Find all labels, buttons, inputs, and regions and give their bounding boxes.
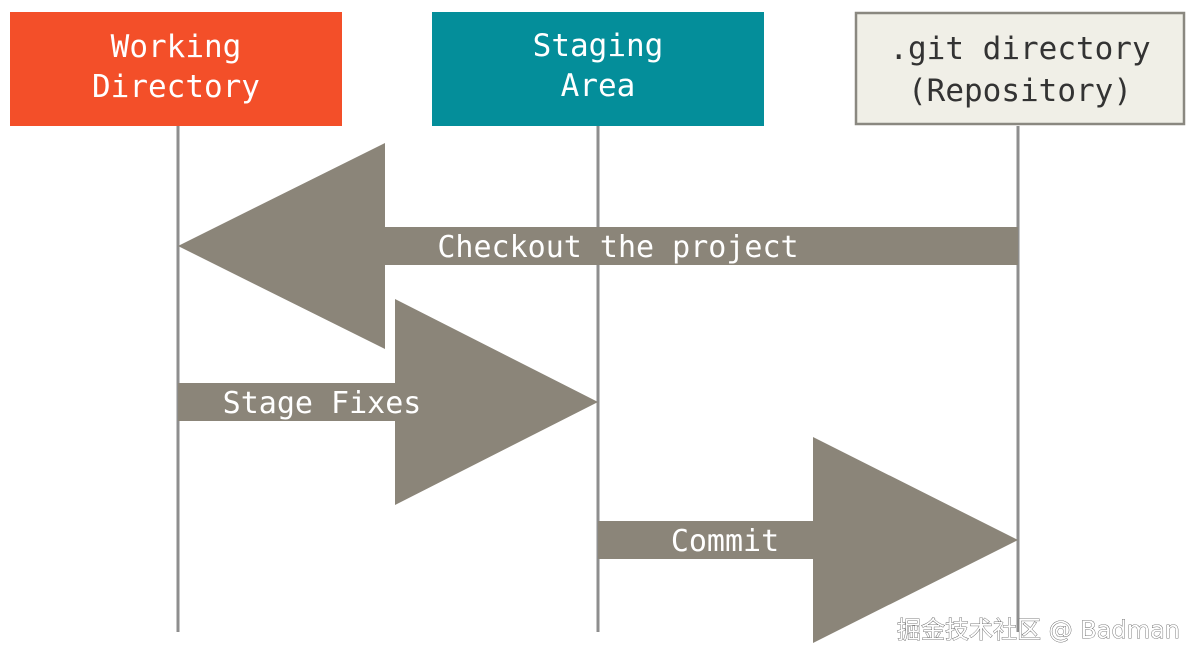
watermark: 掘金技术社区 @ Badman bbox=[897, 616, 1180, 644]
commit-arrow-shape bbox=[598, 437, 1018, 643]
staging-area-label-line1: Staging bbox=[533, 28, 664, 64]
staging-area-box: Staging Area bbox=[432, 12, 764, 126]
stage-fixes-arrow-label: Stage Fixes bbox=[223, 386, 422, 421]
checkout-arrow-shape bbox=[178, 143, 1018, 349]
checkout-arrow: Checkout the project bbox=[178, 143, 1018, 349]
repository-box-bg bbox=[854, 11, 1186, 126]
stage-fixes-arrow: Stage Fixes bbox=[178, 299, 598, 505]
working-directory-box: Working Directory bbox=[10, 12, 342, 126]
repository-box: .git directory (Repository) bbox=[854, 11, 1186, 126]
stage-fixes-arrow-shape bbox=[178, 299, 598, 505]
repository-label-line1: .git directory bbox=[889, 31, 1150, 67]
repository-label-line2: (Repository) bbox=[908, 73, 1132, 109]
staging-area-box-bg bbox=[432, 12, 764, 126]
working-directory-label-line2: Directory bbox=[92, 69, 260, 105]
staging-area-label-line2: Area bbox=[561, 68, 636, 104]
working-directory-label-line1: Working bbox=[111, 29, 242, 65]
checkout-arrow-label: Checkout the project bbox=[437, 230, 798, 265]
working-directory-box-bg bbox=[10, 12, 342, 126]
commit-arrow: Commit bbox=[598, 437, 1018, 643]
commit-arrow-label: Commit bbox=[671, 524, 779, 559]
